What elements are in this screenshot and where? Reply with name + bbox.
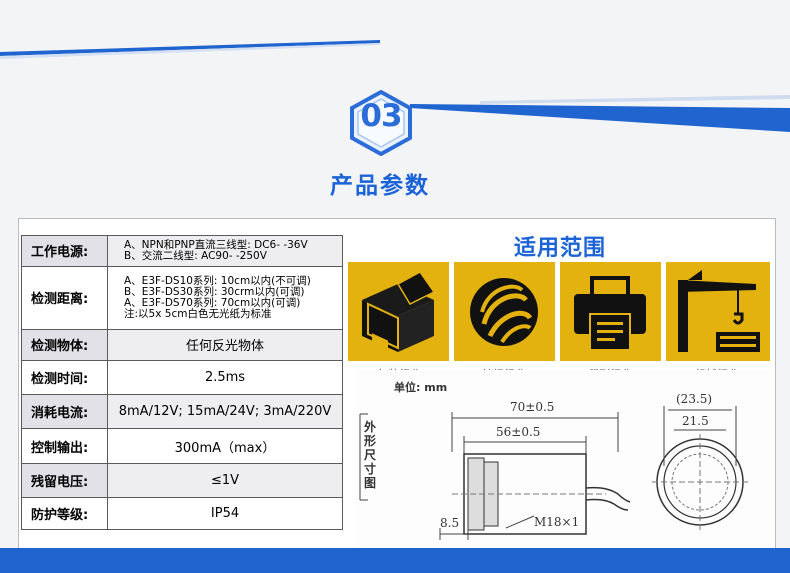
dim-thread: M18×1 xyxy=(534,515,580,529)
textile-swirl-icon xyxy=(470,278,538,346)
row-label: 检测距离: xyxy=(21,265,108,330)
spec-table: 工作电源: A、NPN和PNP直流三线型: DC6- -36V B、交流二线型:… xyxy=(21,235,343,530)
value-line: A、NPN和PNP直流三线型: DC6- -36V xyxy=(124,238,308,251)
table-row: 工作电源: A、NPN和PNP直流三线型: DC6- -36V B、交流二线型:… xyxy=(21,235,343,267)
row-value: 任何反光物体 xyxy=(107,328,343,362)
value-line: A、E3F-DS10系列: 10cm以内(不可调) xyxy=(124,274,311,287)
row-label: 检测时间: xyxy=(21,360,108,395)
dim-total: 70±0.5 xyxy=(510,400,555,414)
applications-title: 适用范围 xyxy=(513,236,606,261)
package-box-icon xyxy=(362,271,436,352)
table-row: 检测物体: 任何反光物体 xyxy=(21,328,343,362)
textile-tile xyxy=(454,262,555,361)
row-label: 控制输出: xyxy=(21,428,108,464)
dim-nut: 8.5 xyxy=(440,516,460,530)
table-row: 消耗电流: 8mA/12V; 15mA/24V; 3mA/220V xyxy=(21,393,343,430)
table-row: 残留电压: ≤1V xyxy=(21,462,343,499)
value-line: B、交流二线型: AC90- -250V xyxy=(124,249,267,262)
drawing-caption: 外形尺寸图 xyxy=(364,420,377,490)
applications-tiles xyxy=(348,262,770,361)
section-title: 产品参数 xyxy=(330,173,430,199)
printing-tile xyxy=(560,262,661,361)
row-value: A、E3F-DS10系列: 10cm以内(不可调) B、E3F-DS30系列: … xyxy=(107,265,343,330)
value-line: B、E3F-DS30系列: 30crm以内(可调) xyxy=(124,285,305,298)
table-row: 检测时间: 2.5ms xyxy=(21,360,343,395)
table-row: 控制输出: 300mA（max） xyxy=(21,428,343,464)
row-value: ≤1V xyxy=(107,462,343,499)
row-value: 8mA/12V; 15mA/24V; 3mA/220V xyxy=(107,393,343,430)
badge-number: 03 xyxy=(360,98,402,134)
package-tile xyxy=(348,262,449,361)
sensor-outline-drawing xyxy=(359,406,748,540)
badge-hexagon-icon xyxy=(350,90,412,156)
bottom-bar xyxy=(0,548,790,573)
row-value: IP54 xyxy=(107,497,343,530)
row-value: 300mA（max） xyxy=(107,428,343,464)
printer-icon xyxy=(574,276,646,351)
machinery-tile xyxy=(666,262,770,361)
row-label: 工作电源: xyxy=(21,235,108,267)
dim-inner: 21.5 xyxy=(682,414,709,428)
value-line: A、E3F-DS70系列: 70cm以内(可调) xyxy=(124,296,301,309)
table-row: 防护等级: IP54 xyxy=(21,497,343,530)
row-value: 2.5ms xyxy=(107,360,343,395)
row-value: A、NPN和PNP直流三线型: DC6- -36V B、交流二线型: AC90-… xyxy=(107,235,343,267)
crane-icon xyxy=(678,270,760,352)
dimension-drawing: 单位: mm 70±0.5 56±0.5 8.5 M18×1 (23.5) 21… xyxy=(356,370,770,546)
value-line: 注:以5x 5cm白色无光纸为标准 xyxy=(124,307,272,320)
row-label: 消耗电流: xyxy=(21,393,108,430)
dim-body: 56±0.5 xyxy=(496,425,541,439)
dim-outer: (23.5) xyxy=(676,392,713,406)
table-row: 检测距离: A、E3F-DS10系列: 10cm以内(不可调) B、E3F-DS… xyxy=(21,265,343,330)
row-label: 检测物体: xyxy=(21,328,108,362)
unit-label: 单位: mm xyxy=(394,381,448,394)
row-label: 防护等级: xyxy=(21,497,108,530)
row-label: 残留电压: xyxy=(21,462,108,499)
